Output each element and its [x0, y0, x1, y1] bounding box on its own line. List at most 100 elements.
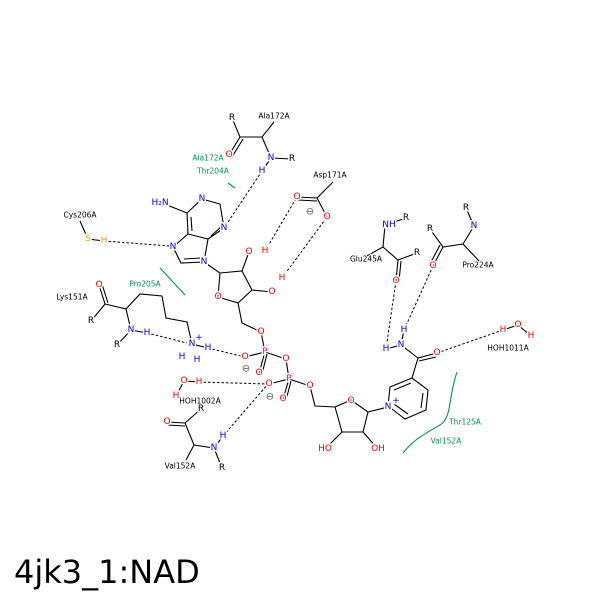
hydrophobic-label-ala172: Ala172A — [192, 154, 224, 163]
atom-label: H₂N — [151, 198, 168, 208]
hydrogen-bonds — [103, 170, 504, 437]
residue-label-cys206: Cys206A — [63, 211, 97, 220]
atom-label: O — [293, 192, 300, 202]
hydrophobic-label-val152: Val152A — [431, 437, 463, 446]
atom-label: N — [128, 325, 135, 335]
atom-label: R — [289, 154, 295, 164]
hoh1002-bonds — [175, 380, 200, 397]
atom-label: H — [262, 246, 269, 256]
atom-label: H — [528, 331, 535, 341]
atom-label: O — [214, 292, 221, 302]
residue-label-val152: Val152A — [165, 462, 197, 471]
atom-label: O — [347, 396, 354, 406]
atom-label: O — [257, 327, 264, 337]
atom-label: S — [85, 234, 91, 244]
atom-label: O — [95, 280, 102, 290]
atom-label: N — [201, 257, 208, 267]
atom-label: H — [173, 391, 180, 401]
atom-label: H — [220, 431, 227, 441]
atom-label: H — [101, 236, 108, 246]
atom-label: R — [114, 340, 120, 350]
atom-label: O — [225, 150, 232, 160]
residue-label-lys151: Lys151A — [56, 293, 88, 302]
atom-label: O — [180, 376, 187, 386]
val152-bonds — [166, 408, 224, 469]
atom-label: O — [255, 368, 262, 378]
atom-label: R — [403, 213, 409, 223]
atom-label: N — [189, 339, 196, 349]
residue-label-hoh1011: HOH1011A — [487, 344, 529, 353]
adenine-bonds — [161, 198, 225, 264]
residue-label-pro224: Pro224A — [462, 261, 494, 270]
pyrophosphate-bonds — [244, 331, 336, 408]
atom-label: O — [429, 261, 436, 271]
nicotinamide-ribose-bonds — [324, 399, 389, 450]
hydrophobic-contacts — [159, 182, 458, 454]
atom-label: N — [221, 223, 228, 233]
hoh1011-bonds — [502, 324, 532, 337]
atom-label: O — [163, 417, 170, 427]
atom-label: O — [268, 287, 275, 297]
atom-label: O — [265, 379, 272, 389]
glu245-bonds — [364, 217, 418, 282]
atom-label: H — [194, 355, 201, 365]
atom-label: R — [219, 463, 225, 473]
atom-label: H — [383, 344, 390, 354]
atom-label: R — [427, 224, 433, 234]
bonds — [79, 117, 532, 469]
atom-label: O — [323, 212, 330, 222]
cys206-bonds — [79, 220, 105, 242]
atom-label: R — [88, 316, 94, 326]
positive-charge: + — [392, 396, 400, 406]
atom-label: O — [245, 247, 252, 257]
atom-label: H — [196, 377, 203, 387]
lys151-bonds — [90, 283, 209, 349]
residue-label-glu245: Glu245A — [350, 255, 383, 264]
atom-label: R — [229, 113, 235, 123]
hydrophobic-contact-thr125-val152 — [402, 371, 458, 454]
atom-label: N — [211, 443, 218, 453]
atom-label: N — [268, 153, 275, 163]
hydrophobic-label-thr204: Thr204A — [196, 167, 230, 176]
atom-label: HO — [318, 444, 332, 454]
atom-label: O — [392, 276, 399, 286]
atom-label: N — [398, 340, 405, 350]
atom-label: OH — [371, 444, 385, 454]
atom-label: P — [286, 374, 292, 384]
atom-label: O — [241, 352, 248, 362]
nicotinamide-bonds — [385, 329, 438, 420]
pro224-bonds — [429, 207, 481, 267]
hbond-lines — [103, 170, 504, 437]
atom-label: N — [471, 221, 478, 231]
atom-label: O — [306, 381, 313, 391]
atom-label: O — [279, 394, 286, 404]
residue-label-hoh1002: HOH1002A — [179, 397, 221, 406]
hydrophobic-label-thr125: Thr125A — [448, 418, 482, 427]
atom-label: H — [259, 166, 266, 176]
atom-label: N — [385, 402, 392, 412]
hydrophobic-contact-ala172-thr204 — [227, 182, 236, 189]
residue-label-asp171: Asp171A — [313, 171, 347, 180]
atom-label: R — [463, 203, 469, 213]
atom-label: N — [170, 242, 177, 252]
asp171-bonds — [296, 181, 334, 218]
atom-label: R — [414, 248, 420, 258]
negative-charge: ⊖ — [266, 392, 274, 403]
diagram-title: 4jk3_1:NAD — [14, 553, 200, 591]
adenosine-ribose-bonds — [203, 251, 273, 333]
atom-label: H — [279, 273, 286, 283]
atom-label: O — [282, 354, 289, 364]
residue-label-ala172: Ala172A — [258, 112, 290, 121]
atom-label: NH — [382, 220, 396, 230]
atom-label: O — [514, 320, 521, 330]
negative-charge: ⊖ — [242, 364, 250, 375]
hydrophobic-contact-pro205 — [159, 267, 186, 296]
negative-charge: ⊖ — [306, 207, 314, 218]
atom-label: H — [205, 343, 212, 353]
hydrophobic-label-pro205: Pro205A — [129, 280, 161, 289]
atom-label: P — [262, 347, 268, 357]
atom-label: H — [500, 325, 507, 335]
residue-labels: Ala172A Asp171A Cys206A Lys151A Glu245A … — [55, 111, 530, 472]
